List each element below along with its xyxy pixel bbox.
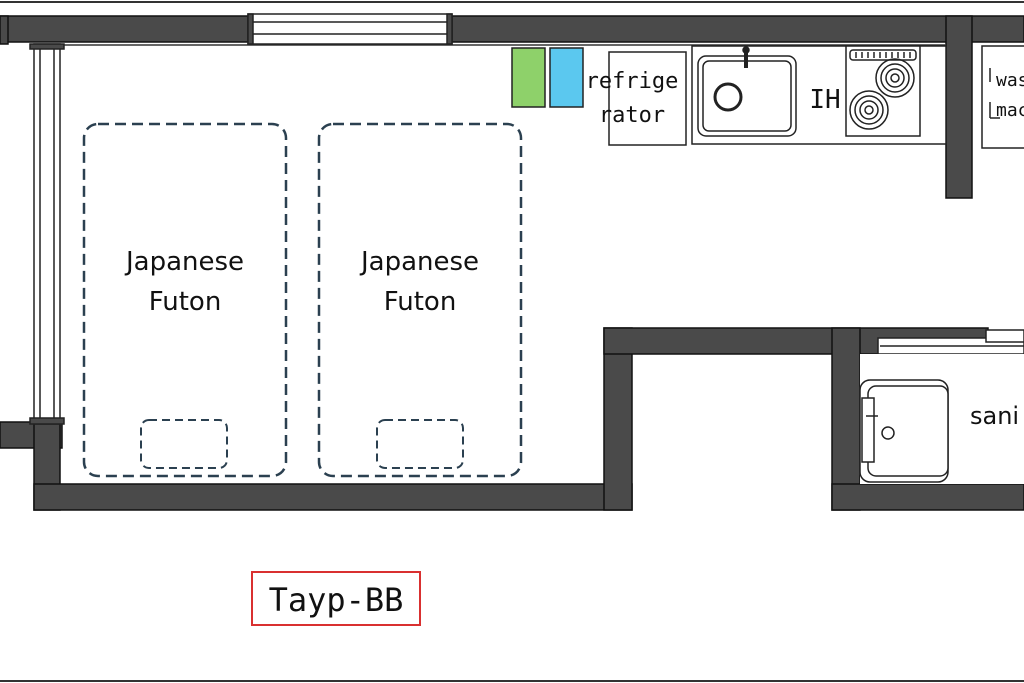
washer-label-line2: mac: [996, 100, 1024, 121]
wall-top-right: [451, 15, 1024, 43]
washing-machine: was mac: [981, 45, 1024, 149]
stove-burner-bottom: [849, 90, 889, 130]
wall-bath-bottom: [831, 483, 1024, 511]
futon-1-pillow: [140, 419, 228, 469]
blue-bin: [549, 47, 584, 108]
left-window: [29, 43, 65, 425]
futon-2-label-line2: Futon: [384, 287, 457, 317]
futon-1-outline: [82, 122, 288, 478]
futon-2-label-line1: Japanese: [359, 247, 479, 277]
walls: [0, 15, 1024, 511]
futon-1: Japanese Futon: [82, 122, 288, 478]
wall-top-left: [0, 15, 249, 43]
refrigerator: refrige rator: [586, 51, 687, 146]
top-window: [247, 13, 453, 45]
wall-left-upper: [0, 15, 9, 45]
wall-kitchen-divider: [945, 15, 973, 199]
stove-burner-top: [875, 58, 915, 98]
sink-drain: [713, 82, 743, 112]
refrigerator-label-line1: refrige: [586, 69, 679, 94]
washer-label-line1: was: [996, 70, 1024, 91]
wall-bath-left: [831, 327, 861, 511]
room-type-label: Tayp-BB: [269, 581, 404, 619]
futon-1-label-line1: Japanese: [124, 247, 244, 277]
sink: [697, 46, 797, 137]
wall-protrusion-left: [603, 327, 633, 511]
sanitary-label: sani: [970, 402, 1019, 430]
room-type-box: [251, 571, 421, 626]
refrigerator-label-line2: rator: [599, 103, 665, 128]
futon-2-outline: [317, 122, 523, 478]
wall-bottom-left: [33, 483, 633, 511]
bathroom-sliding-door: [877, 329, 1024, 355]
ih-label: IH: [809, 85, 840, 115]
toilet: [859, 379, 949, 483]
ih-stove: [845, 45, 921, 137]
green-bin: [511, 47, 546, 108]
futon-2: Japanese Futon: [317, 122, 523, 478]
futon-2-pillow: [376, 419, 464, 469]
stove-control-panel: [849, 49, 917, 61]
futon-1-label-line2: Futon: [149, 287, 222, 317]
